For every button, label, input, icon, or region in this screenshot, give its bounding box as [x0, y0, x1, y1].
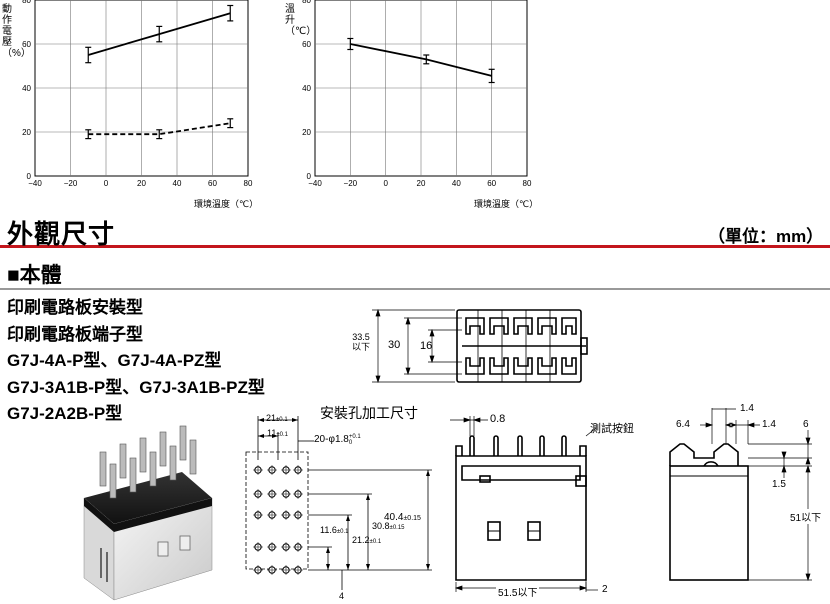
x-tick-label: 40 — [173, 179, 182, 188]
dim-6-4: 6.4 — [676, 419, 690, 430]
chart2-ylabel: 溫升（℃） — [285, 4, 317, 37]
x-tick-label: 20 — [417, 179, 426, 188]
dim-6: 6 — [803, 419, 809, 430]
section-divider — [0, 245, 830, 248]
dim-21-2: 21.2±0.1 — [352, 535, 382, 545]
x-tick-label: −20 — [64, 179, 78, 188]
hole-caption: 安裝孔加工尺寸 — [320, 405, 418, 421]
x-tick-label: 80 — [523, 179, 532, 188]
dim-11-6: 11.6±0.1 — [320, 525, 349, 535]
error-bar — [347, 37, 354, 51]
dim-16: 16 — [420, 340, 433, 352]
top-view-dimensions — [372, 308, 462, 384]
x-tick-label: 60 — [487, 179, 496, 188]
error-bar — [488, 68, 495, 84]
model-line: 印刷電路板端子型 — [7, 324, 143, 344]
y-tick-label: 20 — [302, 128, 311, 137]
dim-1-5: 1.5 — [772, 479, 786, 490]
error-bar — [423, 54, 430, 65]
y-tick-label: 0 — [27, 172, 32, 181]
x-tick-label: −40 — [28, 179, 42, 188]
dim-1-4-right: 1.4 — [762, 419, 776, 430]
x-tick-label: 80 — [244, 179, 253, 188]
test-button-label: 測試按鈕 — [590, 423, 634, 435]
x-tick-label: −20 — [344, 179, 358, 188]
x-tick-label: 60 — [208, 179, 217, 188]
y-tick-label: 0 — [307, 172, 312, 181]
model-line: G7J-4A-P型、G7J-4A-PZ型 — [7, 351, 222, 370]
error-bar — [85, 46, 92, 64]
x-tick-label: −40 — [308, 179, 322, 188]
error-bar — [156, 25, 163, 43]
error-bar — [85, 129, 92, 140]
dim-51: 51以下 — [790, 509, 822, 524]
section-title: 外觀尺寸 — [7, 219, 116, 249]
dim-1-4-top: 1.4 — [740, 403, 754, 414]
chart1-ylabel: 動作電壓（%） — [2, 4, 31, 59]
temperature-rise-chart: −40 −20 0 20 40 60 80 0 20 40 60 80 — [302, 0, 532, 188]
dim-4: 4 — [339, 591, 345, 601]
relay-product-image — [83, 425, 213, 601]
y-tick-label: 40 — [22, 84, 31, 93]
model-list: 印刷電路板安裝型 印刷電路板端子型 G7J-4A-P型、G7J-4A-PZ型 G… — [7, 295, 265, 428]
side-view-dimensions — [700, 408, 812, 582]
dim-2: 2 — [602, 584, 608, 595]
error-bar — [156, 129, 163, 140]
dim-21: 21±0.1 — [266, 413, 288, 423]
dim-30-8: 30.8±0.15 — [372, 521, 405, 531]
y-tick-label: 40 — [302, 84, 311, 93]
dim-30: 30 — [388, 339, 401, 351]
model-line: G7J-3A1B-P型、G7J-3A1B-PZ型 — [7, 377, 265, 397]
front-view-dimensions — [450, 416, 598, 592]
unit-label: （單位：mm） — [708, 227, 824, 246]
dim-11: 11±0.1 — [267, 428, 288, 438]
y-tick-label: 60 — [302, 40, 311, 49]
side-view-drawing — [669, 443, 749, 581]
y-tick-label: 20 — [22, 128, 31, 137]
chart1-xlabel: 環境溫度（℃） — [194, 199, 259, 209]
dim-40-4: 40.4±0.15 — [384, 512, 421, 523]
x-tick-label: 0 — [383, 179, 388, 188]
model-line: G7J-2A2B-P型 — [7, 404, 123, 423]
x-tick-label: 20 — [137, 179, 146, 188]
y-tick-label: 80 — [302, 0, 311, 5]
operate-voltage-chart: −40 −20 0 20 40 60 80 0 20 40 60 80 — [22, 0, 253, 188]
chart2-xlabel: 環境溫度（℃） — [474, 199, 539, 209]
y-tick-label: 60 — [22, 40, 31, 49]
x-tick-label: 40 — [452, 179, 461, 188]
front-view-drawing — [455, 435, 587, 581]
model-line: 印刷電路板安裝型 — [7, 298, 143, 317]
dim-0-8: 0.8 — [490, 413, 506, 425]
mounting-hole-pattern — [245, 416, 432, 590]
dim-51-5: 51.5以下 — [496, 584, 540, 599]
error-bar — [227, 4, 234, 22]
x-tick-label: 0 — [104, 179, 109, 188]
top-view-drawing — [456, 309, 588, 383]
y-tick-label: 80 — [22, 0, 31, 5]
subsection-title: ■本體 — [7, 264, 62, 287]
error-bar — [227, 118, 234, 129]
